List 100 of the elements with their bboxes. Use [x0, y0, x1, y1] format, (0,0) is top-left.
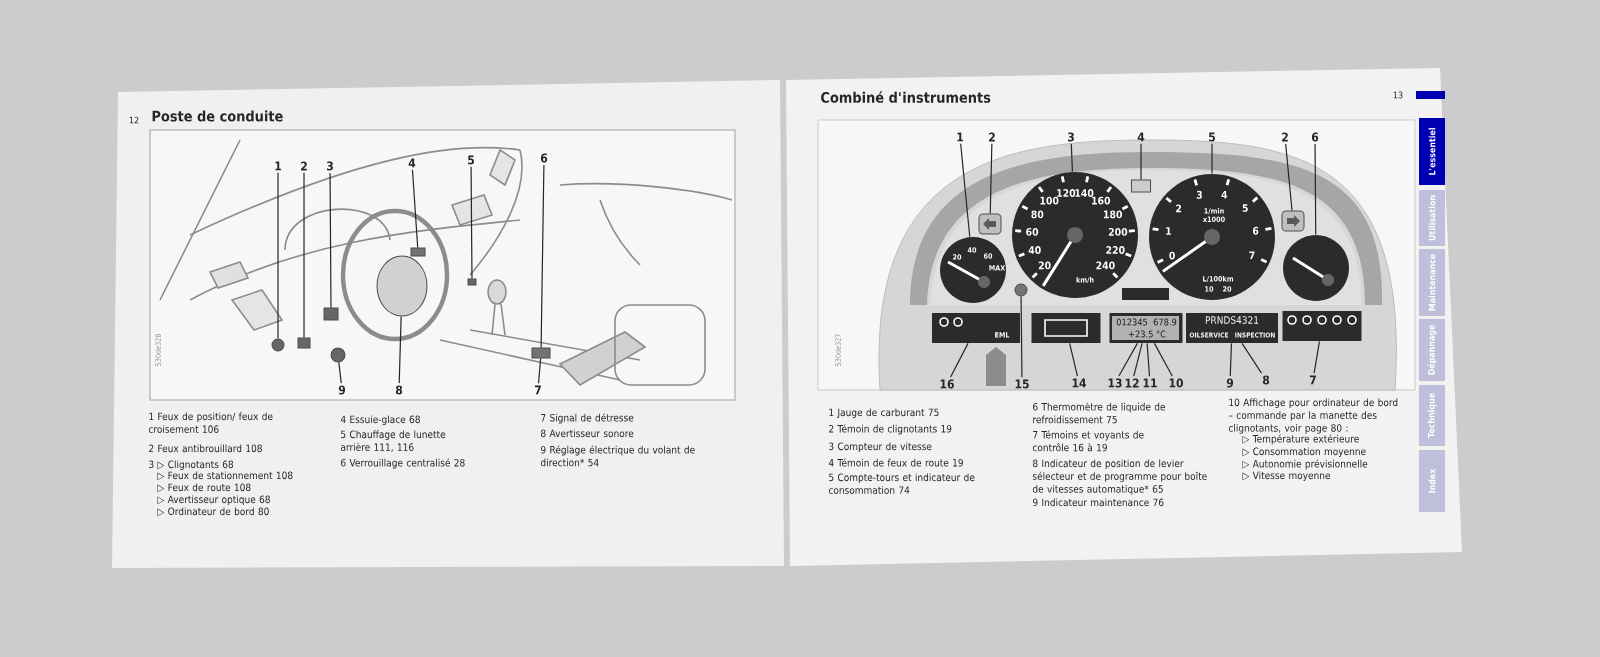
- leader-line: [1133, 342, 1143, 377]
- gauge-number: 80: [1031, 210, 1044, 219]
- legend-item: 7 Témoins et voyants de contrôle 16 à 19: [1032, 430, 1144, 452]
- gauge-number: 220: [1106, 246, 1125, 254]
- switch: [297, 337, 311, 349]
- gauge-number: 180: [1104, 210, 1122, 219]
- warning-light-panel: [1282, 311, 1362, 341]
- legend-item: ▷ Consommation moyenne: [1242, 447, 1366, 458]
- display-text: +23.5 °C: [1128, 330, 1166, 338]
- callout-number: 8: [1262, 375, 1270, 385]
- leader-line: [989, 143, 993, 215]
- callout-number: 15: [1015, 379, 1029, 389]
- legend-item: 6 Thermomètre de liquide de refroidissement 75: [1033, 402, 1166, 424]
- callout-number: 10: [1169, 378, 1183, 388]
- gauge-number: 5: [1242, 204, 1248, 212]
- gauge-number: 60: [1026, 227, 1039, 236]
- legend-item: 5 Chauffage de lunette arrière 111, 116: [340, 430, 446, 452]
- legend-item: 7 Signal de détresse: [541, 413, 634, 424]
- turn-signal-lamp: [1281, 210, 1305, 232]
- leader-line: [329, 172, 332, 309]
- leader-line: [1069, 342, 1078, 377]
- gauge-number: 100: [1040, 196, 1059, 205]
- legend-item: 3 Compteur de vitesse: [829, 442, 932, 453]
- callout-number: 1: [957, 132, 964, 142]
- leader-line: [1140, 143, 1142, 181]
- callout-number: 2: [1282, 132, 1288, 142]
- legend-item: 8 Avertisseur sonore: [541, 429, 634, 438]
- gauge-number: 120: [1057, 189, 1076, 197]
- gauge-number: 2: [1176, 204, 1182, 213]
- gauge-number: 6: [1252, 226, 1259, 235]
- stalk-switch: [410, 247, 426, 257]
- page-number: 12: [129, 116, 139, 124]
- leader-line: [1153, 342, 1173, 377]
- leader-line: [960, 143, 971, 238]
- leader-line: [537, 357, 542, 384]
- index-tab: Maintenance: [1419, 249, 1445, 316]
- callout-number: 1: [275, 161, 282, 171]
- reset-knob: [1014, 283, 1028, 297]
- leader-line: [411, 169, 419, 249]
- gauge-number: 20: [1038, 261, 1051, 270]
- display-text: PRNDS4321: [1205, 316, 1259, 324]
- legend-item: ▷ Feux de stationnement 108: [157, 471, 293, 481]
- gauge-number: 140: [1075, 189, 1094, 197]
- leader-line: [1020, 295, 1023, 378]
- callout-number: 5: [1209, 132, 1215, 142]
- leader-line: [1229, 342, 1233, 377]
- callout-number: 6: [540, 153, 548, 163]
- legend-item: 8 Indicateur de position de levier sélecteur et de programme pour boîte de vitesses automatique* 65: [1032, 459, 1207, 495]
- legend-item: 9 Réglage électrique du volant de direction* 54: [540, 445, 695, 467]
- button: [467, 278, 477, 286]
- gauge-number: 7: [1249, 251, 1255, 260]
- callout-number: 12: [1125, 378, 1139, 388]
- leader-line: [1146, 342, 1151, 377]
- leader-line: [277, 172, 279, 340]
- gauge-number: 240: [1096, 261, 1115, 270]
- callout-number: 3: [1068, 132, 1074, 142]
- callout-number: 6: [1311, 132, 1319, 142]
- callout-number: 14: [1072, 378, 1087, 388]
- leader-line: [338, 361, 342, 384]
- display-panel: [1031, 313, 1101, 343]
- display-text: 012345: [1116, 318, 1148, 326]
- button: [531, 347, 551, 359]
- legend-item: ▷ Ordinateur de bord 80: [157, 507, 269, 517]
- leader-line: [950, 342, 969, 378]
- high-beam-lamp: [1131, 179, 1151, 193]
- callout-number: 11: [1143, 378, 1157, 388]
- callout-number: 5: [468, 155, 474, 165]
- gauge-number: 40: [1028, 246, 1041, 254]
- leader-line: [1118, 342, 1138, 377]
- index-tab: Utilisation: [1419, 190, 1445, 246]
- stalk-switch: [323, 307, 339, 321]
- callout-number: 4: [408, 158, 416, 168]
- legend-item: 10 Affichage pour ordinateur de bord – commande par la manette des clignotants, voir page 80 :: [1228, 398, 1398, 434]
- leader-line: [540, 164, 545, 349]
- display-text: 678.9: [1153, 318, 1177, 326]
- gauge-number: 160: [1092, 196, 1111, 205]
- leader-line: [303, 172, 305, 339]
- callout-number: 2: [989, 132, 995, 142]
- callout-number: 16: [940, 379, 954, 389]
- gauge-number: 0: [1169, 251, 1175, 260]
- legend-item: 4 Essuie-glace 68: [340, 415, 420, 426]
- gauge-number: 4: [1221, 190, 1228, 199]
- callout-number: 9: [338, 385, 346, 395]
- gauge-number: 1: [1166, 227, 1171, 235]
- legend-item: ▷ Avertisseur optique 68: [157, 495, 270, 506]
- index-tab: Index: [1419, 450, 1445, 512]
- legend-item: ▷ Autonomie prévisionnelle: [1242, 459, 1368, 470]
- gauge-number: 200: [1108, 227, 1128, 236]
- legend-item: 3 ▷ Clignotants 68: [149, 460, 234, 471]
- leader-line: [1314, 143, 1317, 236]
- leader-line: [1241, 342, 1263, 374]
- legend-item: 1 Feux de position/ feux de croisement 106: [148, 412, 273, 433]
- page-title: Poste de conduite: [152, 110, 283, 122]
- legend-item: 2 Témoin de clignotants 19: [829, 424, 952, 435]
- knob: [330, 347, 346, 363]
- legend-item: ▷ Vitesse moyenne: [1242, 471, 1330, 482]
- legend-item: 6 Verrouillage centralisé 28: [341, 458, 465, 469]
- legend-item: 2 Feux antibrouillard 108: [149, 444, 262, 453]
- callout-number: 3: [327, 161, 333, 171]
- callout-number: 13: [1108, 378, 1122, 388]
